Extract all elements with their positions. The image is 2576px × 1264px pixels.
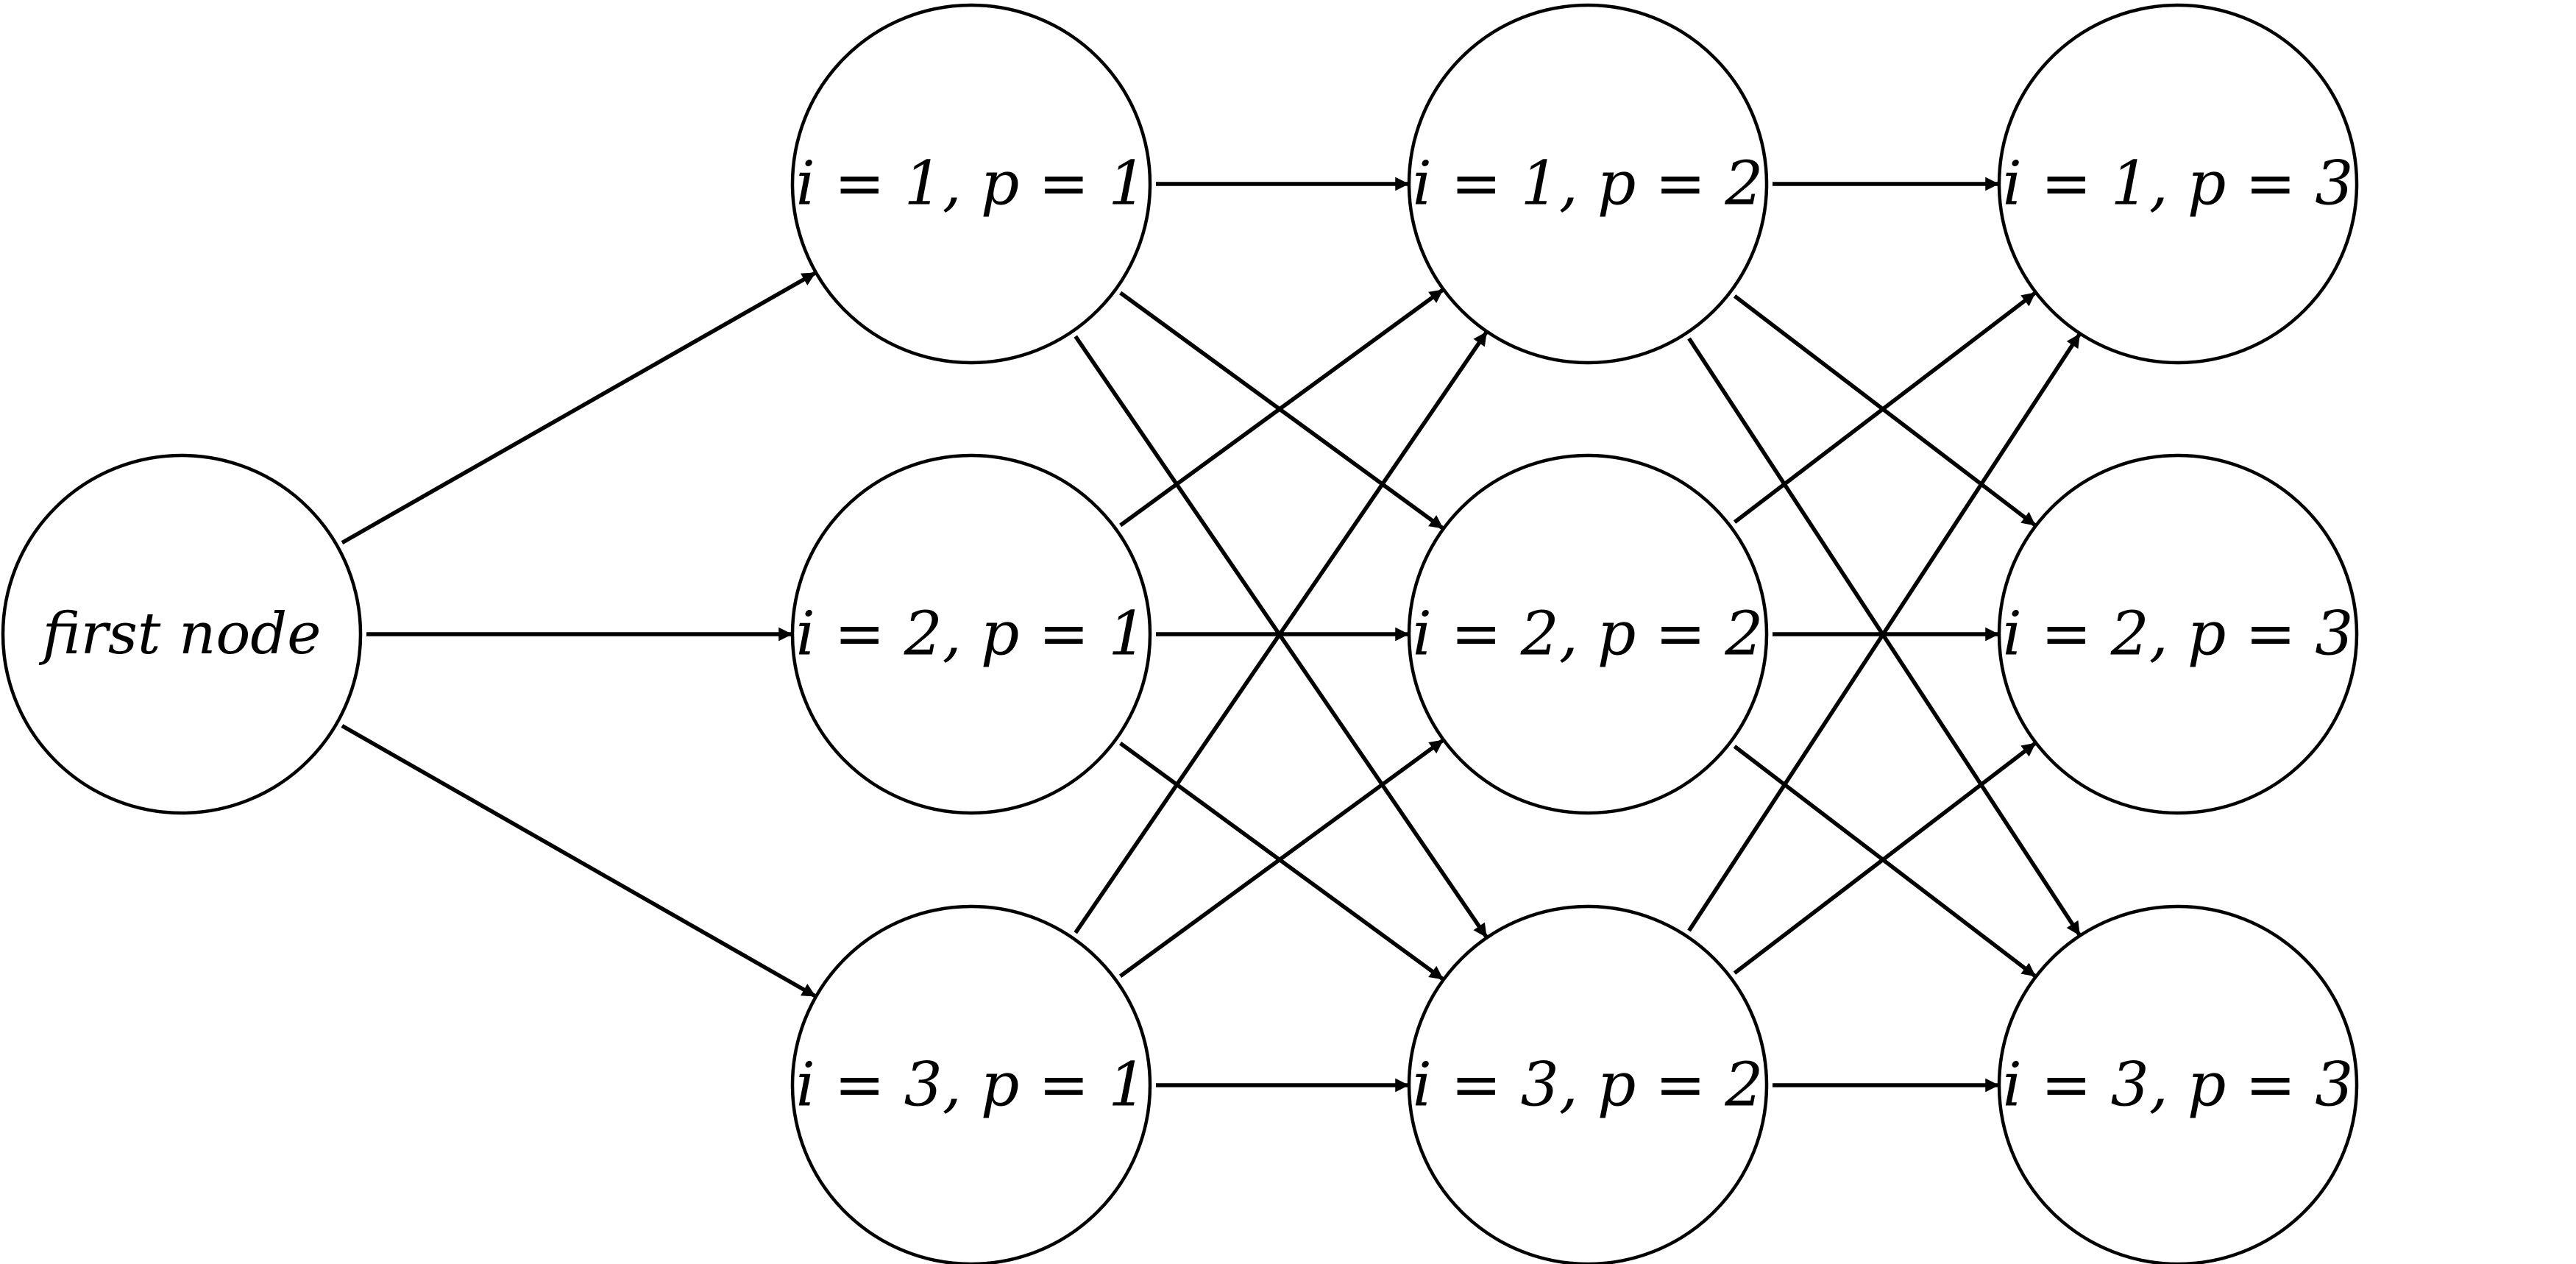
node-label-1-1: i = 1, p = 1 — [796, 149, 1147, 219]
edge-3-1-to-2-2 — [1118, 738, 1444, 979]
edge-2-2-to-1-3 — [1733, 291, 2037, 524]
edge-3-2-to-2-3 — [1733, 742, 2037, 975]
nodes-layer: first node i = 1, p = 1 i = 2, p = 1 i = 3,… — [1, 3, 2359, 1264]
node-label-3-1: i = 3, p = 1 — [796, 1051, 1147, 1121]
node-circle-first — [1, 453, 363, 815]
node-circle-3-1 — [790, 904, 1152, 1264]
edge-3-2-to-1-3 — [1687, 333, 2082, 932]
node-label-first: first node — [39, 601, 322, 667]
node-label-1-3: i = 1, p = 3 — [2003, 149, 2354, 219]
edge-1-1-to-3-2 — [1074, 335, 1489, 939]
edges-layer — [341, 177, 2082, 1093]
edge-first-to-3-1 — [341, 724, 817, 998]
node-circle-1-3 — [1997, 3, 2359, 365]
node-label-2-2: i = 2, p = 2 — [1413, 600, 1764, 670]
node-circle-1-2 — [1407, 3, 1769, 365]
node-3-3: i = 3, p = 3 — [1997, 904, 2359, 1264]
edge-2-1-to-3-2 — [1118, 741, 1444, 981]
node-circle-1-1 — [790, 3, 1152, 365]
node-2-3: i = 2, p = 3 — [1997, 453, 2359, 815]
node-circle-3-2 — [1407, 904, 1769, 1264]
node-circle-2-2 — [1407, 453, 1769, 815]
node-label-1-2: i = 1, p = 2 — [1413, 149, 1764, 219]
node-label-3-3: i = 3, p = 3 — [2003, 1051, 2354, 1121]
edge-3-1-to-1-2 — [1074, 330, 1489, 934]
edge-first-to-1-1 — [341, 271, 817, 544]
edge-1-2-to-3-3 — [1687, 337, 2082, 937]
node-2-1: i = 2, p = 1 — [790, 453, 1152, 815]
node-3-2: i = 3, p = 2 — [1407, 904, 1769, 1264]
edge-2-2-to-3-3 — [1733, 745, 2037, 978]
node-circle-2-1 — [790, 453, 1152, 815]
node-circle-2-3 — [1997, 453, 2359, 815]
node-label-2-1: i = 2, p = 1 — [796, 600, 1147, 670]
node-2-2: i = 2, p = 2 — [1407, 453, 1769, 815]
edge-2-1-to-1-2 — [1119, 288, 1444, 528]
node-3-1: i = 3, p = 1 — [790, 904, 1152, 1264]
node-label-2-3: i = 2, p = 3 — [2003, 600, 2354, 670]
edge-1-2-to-2-3 — [1733, 294, 2037, 528]
node-label-3-2: i = 3, p = 2 — [1413, 1051, 1764, 1121]
node-1-2: i = 1, p = 2 — [1407, 3, 1769, 365]
node-1-1: i = 1, p = 1 — [790, 3, 1152, 365]
edge-1-1-to-2-2 — [1119, 291, 1444, 530]
node-first: first node — [1, 453, 363, 815]
node-circle-3-3 — [1997, 904, 2359, 1264]
node-1-3: i = 1, p = 3 — [1997, 3, 2359, 365]
